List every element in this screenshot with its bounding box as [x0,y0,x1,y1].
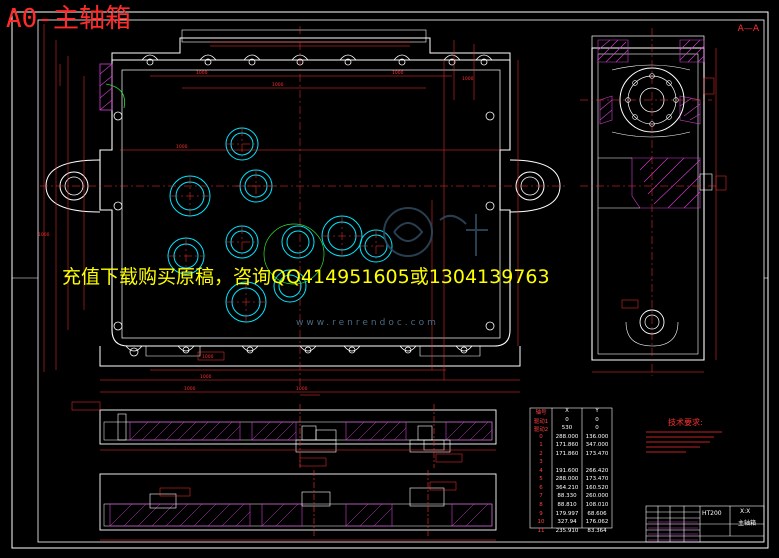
coordinate-table-row: 驱动1 0 0 [530,417,612,426]
coordinate-table-cell: 288.000 [555,433,579,440]
svg-text:1000: 1000 [196,70,208,76]
coordinate-table-row: 6 364.210 160.520 [530,485,612,494]
tech-requirements-title: 技术要求: [668,418,703,427]
coordinate-table-cell: 191.600 [555,467,579,474]
coordinate-table-cell: 0 [595,416,599,423]
coordinate-table-cell [552,459,582,468]
coordinate-table-cell: 0 [565,416,569,423]
coordinate-table-cell: 驱动2 [533,427,549,434]
coordinate-table-cell: 驱动1 [533,418,549,425]
coordinate-table-row: 11 235.910 83.364 [530,528,612,537]
coordinate-table-cell: 8 [539,502,543,509]
outer-frame [11,11,769,549]
coordinate-table-cell: 4 [539,467,543,474]
coordinate-table-row: 1 171.860 347.000 [530,442,612,451]
svg-text:1000: 1000 [38,232,50,238]
coordinate-table-row: 8 88.810 108.010 [530,502,612,511]
coordinate-table-row: 7 88.330 260.000 [530,493,612,502]
coordinate-table-cell: 7 [539,493,543,500]
coordinate-table-cell: 327.94 [557,519,577,526]
watermark-logo [383,207,488,257]
part-name-label: 主轴箱 [738,520,757,527]
coordinate-table-cell: 2 [539,450,543,457]
coordinate-table-cell: 6 [539,484,543,491]
coordinate-table-cell: 3 [539,459,543,466]
coordinate-table-row: 9 179.997 68.606 [530,511,612,520]
coordinate-table-cell: 160.520 [585,484,609,491]
coordinate-table-cell: 0 [595,425,599,432]
coordinate-table-row: 4 191.600 266.420 [530,468,612,477]
svg-text:1000: 1000 [272,82,284,88]
coordinate-table-grid [529,407,613,529]
tech-requirements-lines [646,431,722,453]
coordinate-table-cell: 173.470 [585,450,609,457]
coordinate-table-cell: 68.606 [587,510,607,517]
coordinate-table-cell: 364.210 [555,484,579,491]
scale-label: X:X [740,508,751,515]
coordinate-table-row: 10 327.94 176.062 [530,519,612,528]
svg-text:1000: 1000 [176,144,188,150]
coordinate-table-cell: 1 [539,442,543,449]
coordinate-table-row: 3 [530,459,612,468]
coordinate-table-cell: 83.364 [587,527,607,534]
coordinate-table-cell: 288.000 [555,476,579,483]
promo-text: 充值下载购买原稿，咨询QQ414951605或1304139763 [62,266,550,288]
watermark-text: www.renrendoc.com [296,318,439,328]
coordinate-table-row: 5 288.000 173.470 [530,476,612,485]
coordinate-table-cell: 10 [537,519,545,526]
coordinate-table-cell: 88.810 [557,502,577,509]
coordinate-table-cell: 0 [539,433,543,440]
front-view: 1000 1000 1000 1000 1000 1000 1000 1000 1000… [38,24,566,396]
inner-frame [37,19,765,543]
coordinate-table-cell: 5 [539,476,543,483]
coordinate-table-cell: 347.000 [585,442,609,449]
coordinate-table-cell: 173.470 [585,476,609,483]
coordinate-table-header: 轴号 X Y [535,408,599,416]
coordinate-table-cell: 266.420 [585,467,609,474]
coordinate-table-cell: 171.860 [555,450,579,457]
svg-text:1000: 1000 [296,386,308,392]
coordinate-table-row: 2 171.860 173.470 [530,451,612,460]
title-block-hatch [648,521,698,541]
coordinate-table-row: 0 288.000 136.000 [530,434,612,443]
coordinate-table-cell: 235.910 [555,527,579,534]
title-block [645,505,765,543]
material-label: HT200 [702,510,722,517]
side-section-view [580,28,727,376]
svg-text:1000: 1000 [200,374,212,380]
drawing-title: A0-主轴箱 [6,4,131,34]
bottom-sections [71,401,497,541]
coordinate-table-cell: 108.010 [585,502,609,509]
coordinate-table-cell [582,459,612,468]
coordinate-table-cell: 530 [561,425,573,432]
coordinate-table-cell: 260.000 [585,493,609,500]
coordinate-table-cell: 88.330 [557,493,577,500]
svg-text:1000: 1000 [184,386,196,392]
coordinate-table-cell: 179.997 [555,510,579,517]
coordinate-table-row: 驱动2 530 0 [530,425,612,434]
svg-text:1000: 1000 [392,70,404,76]
svg-text:1000: 1000 [202,354,214,360]
coordinate-table-cell: 171.860 [555,442,579,449]
coordinate-table-cell: 11 [537,527,545,534]
coordinate-table-cell: 9 [539,510,543,517]
section-label: A—A [737,24,759,34]
coordinate-table-cell: 136.000 [585,433,609,440]
coordinate-table-cell: 176.062 [585,519,609,526]
svg-text:1000: 1000 [462,76,474,82]
